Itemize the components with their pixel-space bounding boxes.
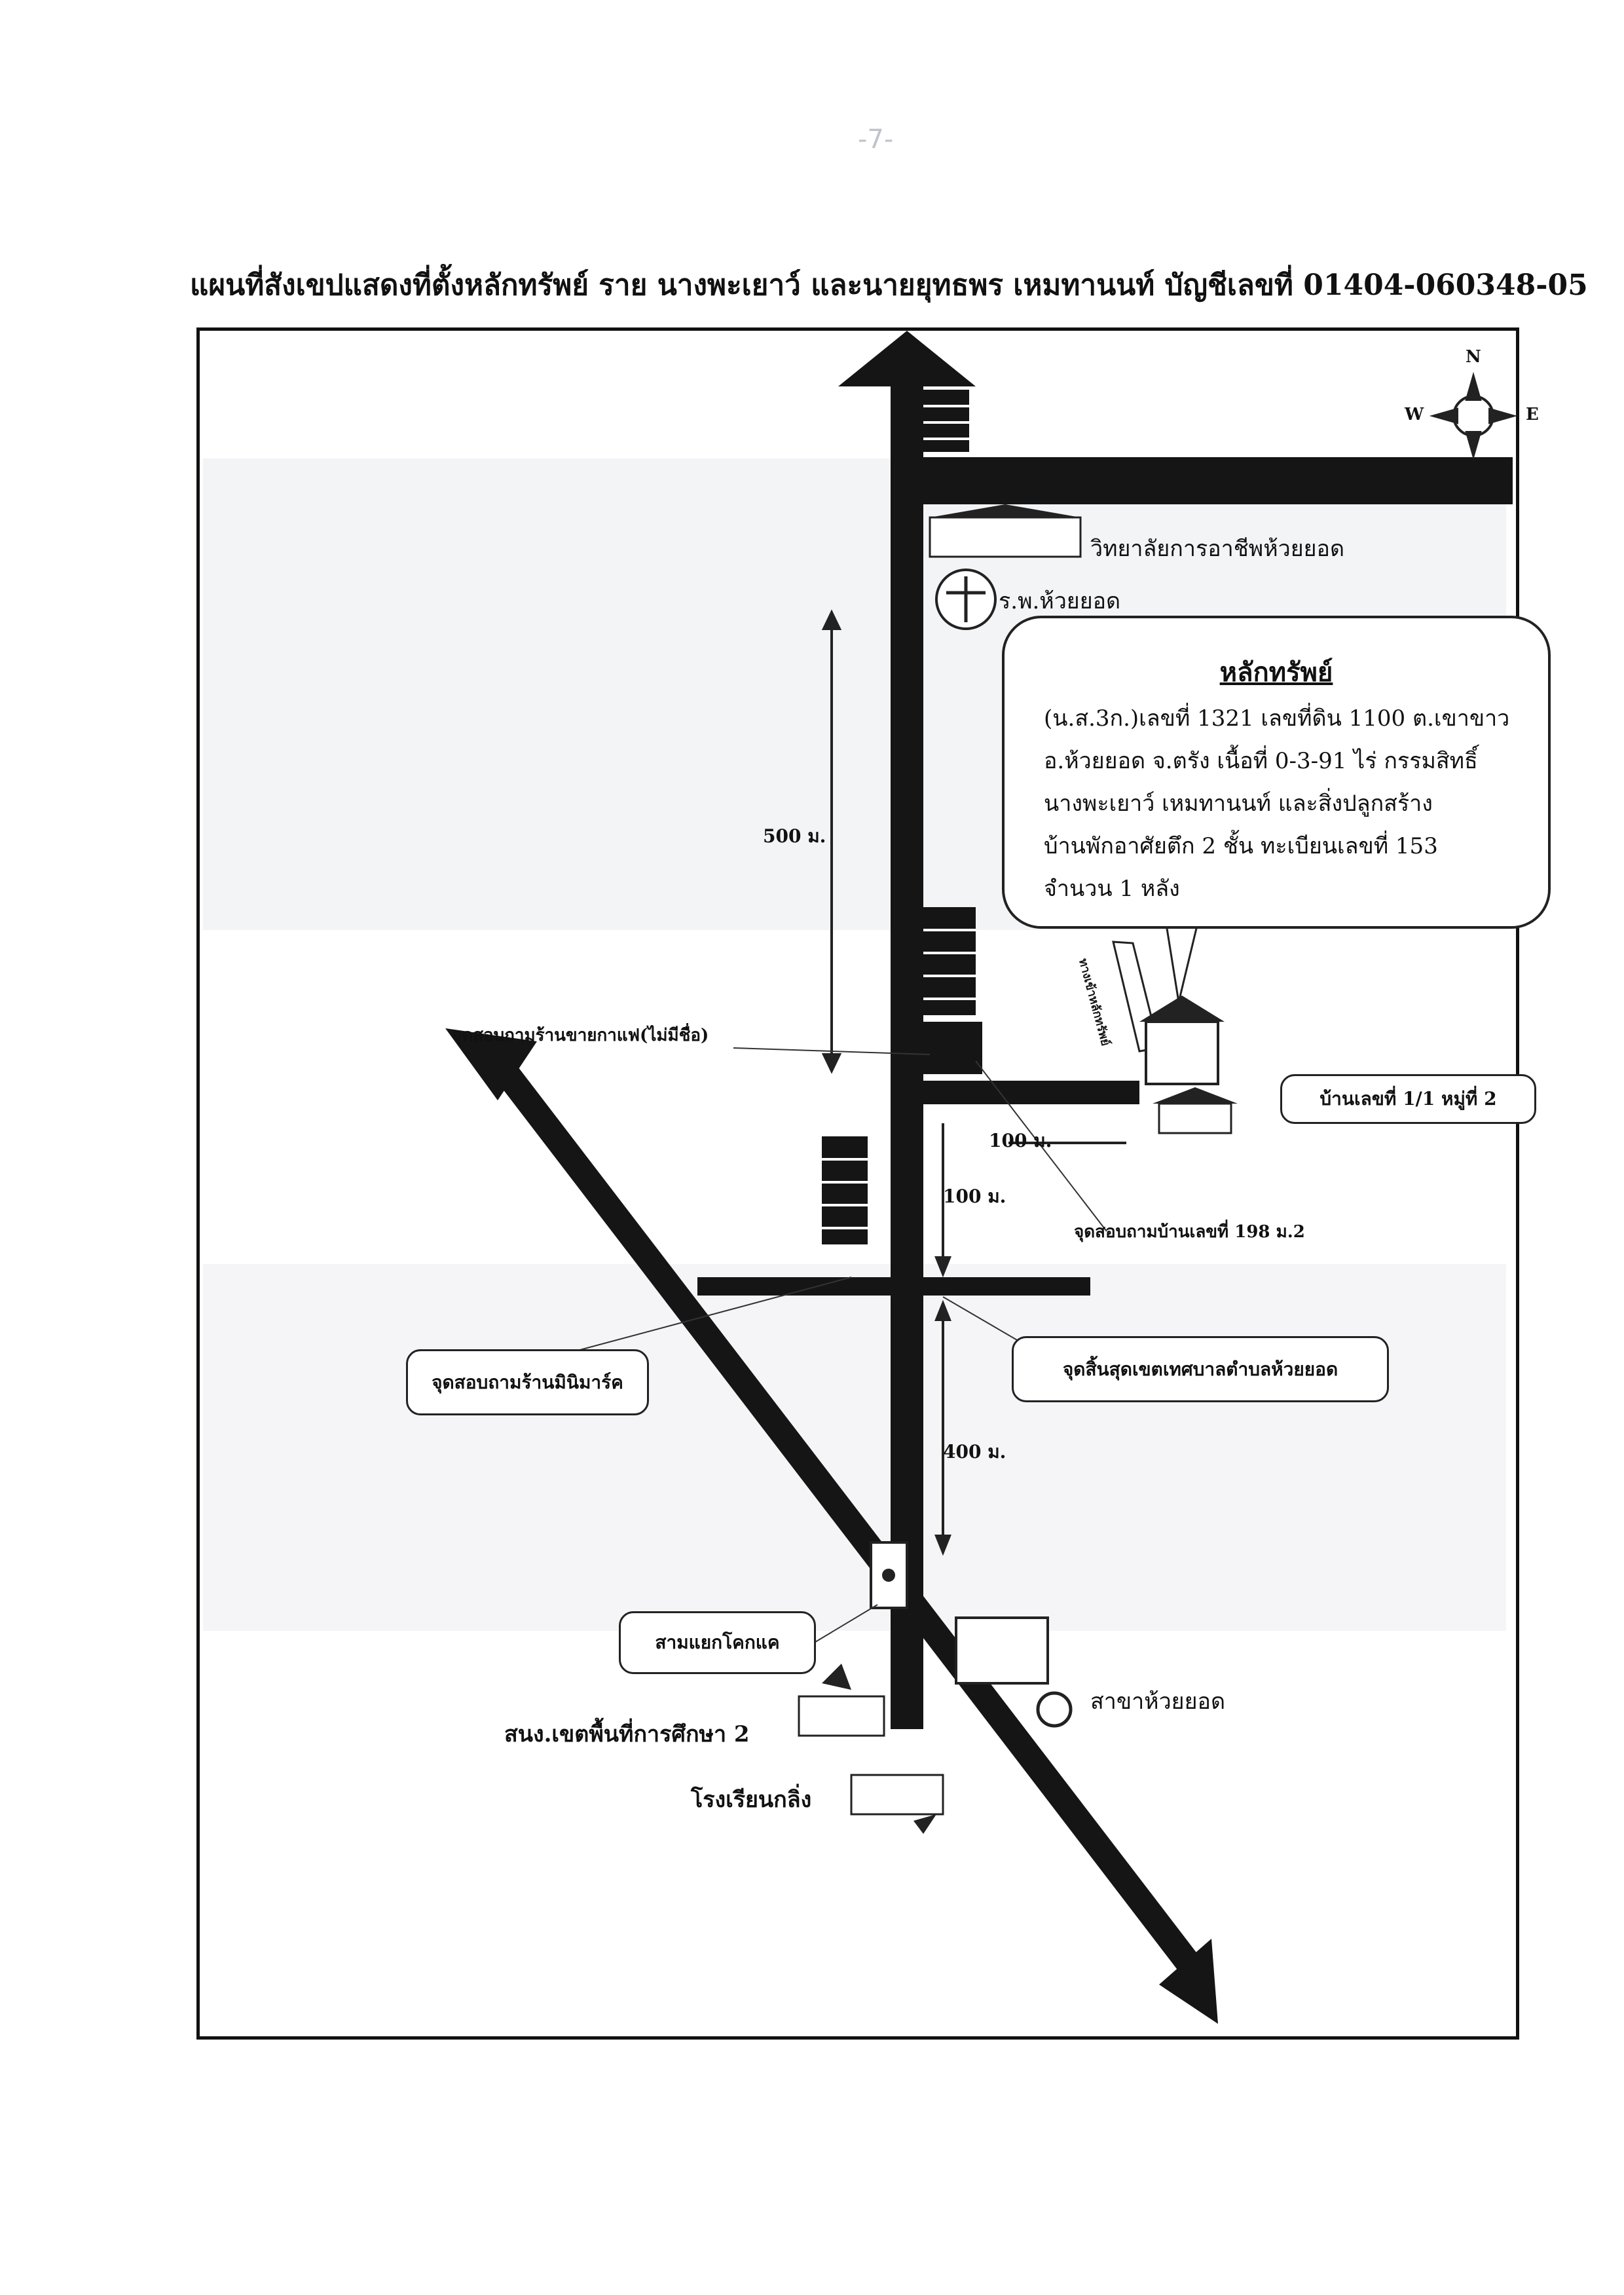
house-1-1-icon [1158,1102,1232,1134]
diagonal-road [481,1045,1198,1971]
asset-line: บ้านพักอาศัยตึก 2 ชั้น ทะเบียนเลขที่ 153 [1044,833,1438,859]
distance-400: 400 ม. [943,1441,1006,1463]
side-road [923,1081,1139,1104]
edu-office-icon [798,1695,885,1737]
school-label: โรงเรียนกลิ่ง [691,1787,812,1813]
hospital-label: ร.พ.ห้วยยอด [999,588,1121,614]
cross-road [697,1277,1090,1296]
asset-line: นางพะเยาว์ เหมทานนท์ และสิ่งปลูกสร้าง [1044,791,1433,817]
minimart-label: จุดสอบถามร้านมินิมาร์ค [406,1349,649,1415]
distance-100b: 100 ม. [943,1185,1006,1207]
branch-logo-icon [1036,1691,1073,1728]
municipal-end-label: จุดสิ้นสุดเขตเทศบาลตำบลห้วยยอด [1012,1336,1389,1402]
bg-photo-2 [203,1264,1506,1631]
main-road [891,386,923,1729]
asset-line: อ.ห้วยยอด จ.ตรัง เนื้อที่ 0-3-91 ไร่ กรร… [1044,748,1478,774]
page-title: แผนที่สังเขปแสดงที่ตั้งหลักทรัพย์ ราย นา… [190,269,1588,302]
compass-west-label: W [1405,405,1424,424]
distance-100a: 100 ม. [989,1130,1052,1151]
north-arrow-head [838,331,976,386]
college-label: วิทยาลัยการอาชีพห้วยยอด [1090,536,1345,562]
branch-building-icon [955,1616,1049,1685]
junction-label: สามแยกโคกแค [619,1611,816,1674]
asset-line: (น.ส.3ก.)เลขที่ 1321 เลขที่ดิน 1100 ต.เข… [1044,705,1510,732]
coffee-shop-label: จุดสอบถามร้านขายกาแฟ(ไม่มีชื่อ) [452,1026,709,1045]
asset-house-icon [1145,1020,1219,1085]
callout-pointer [1164,919,1200,1003]
house-ref-label: จุดสอบถามบ้านเลขที่ 198 ม.2 [1074,1222,1305,1242]
building-coffee [923,1022,982,1074]
diagonal-arrow-nw [445,1028,537,1100]
building-mid [923,907,976,1015]
house-no-label: บ้านเลขที่ 1/1 หมู่ที่ 2 [1280,1074,1536,1124]
building-west [822,1136,868,1244]
distance-500: 500 ม. [763,825,826,847]
branch-label: สาขาห้วยยอด [1090,1689,1226,1715]
edu-office-label: สนง.เขตพื้นที่การศึกษา 2 [504,1721,750,1747]
compass-north-label: N [1466,347,1481,367]
east-road [907,457,1513,504]
school-icon [850,1774,944,1816]
college-icon [929,516,1082,558]
asset-callout: หลักทรัพย์ (น.ส.3ก.)เลขที่ 1321 เลขที่ดิ… [1002,616,1551,929]
page-number: -7- [858,124,894,155]
compass-icon [1429,371,1518,460]
asset-title: หลักทรัพย์ [1219,657,1333,688]
diagonal-arrow-se [1159,1939,1218,2024]
building-north [923,390,969,452]
compass-east-label: E [1526,405,1539,424]
asset-line: จำนวน 1 หลัง [1044,876,1180,902]
map-frame [196,327,1519,2040]
